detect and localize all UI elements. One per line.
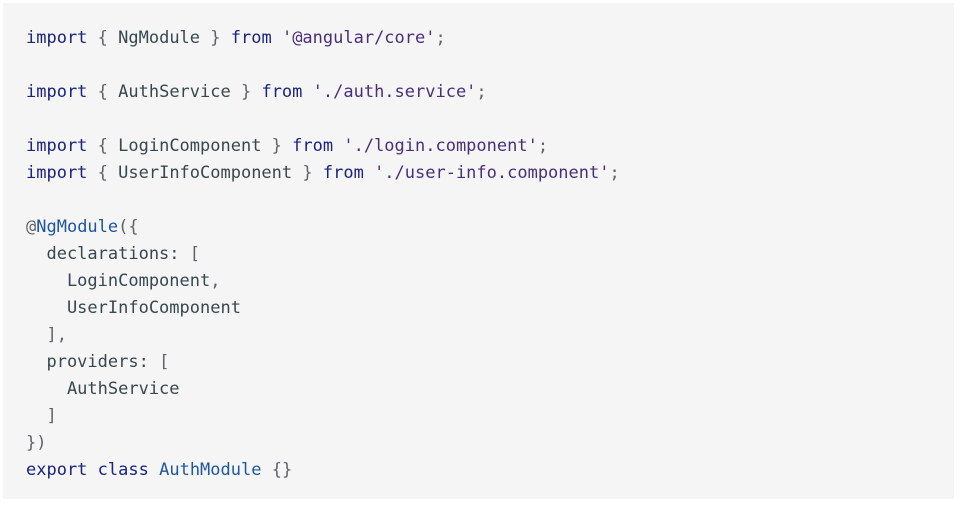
code-token: } xyxy=(230,82,262,102)
code-line: declarations: [ xyxy=(26,241,954,268)
code-token: , xyxy=(210,271,221,291)
code-token: AuthService xyxy=(26,379,180,399)
code-token: from xyxy=(322,163,364,183)
code-line: import { NgModule } from '@angular/core'… xyxy=(26,25,954,52)
code-token: { xyxy=(87,136,119,156)
code-token: [ xyxy=(159,352,170,372)
code-token: './login.component' xyxy=(343,136,538,156)
code-token: ] xyxy=(26,406,57,426)
code-token: './auth.service' xyxy=(312,82,477,102)
code-token: import xyxy=(26,82,88,102)
code-token: AuthService xyxy=(118,82,231,102)
code-token: LoginComponent xyxy=(26,271,211,291)
code-token: NgModule xyxy=(36,217,119,237)
code-token: NgModule xyxy=(118,28,201,48)
code-line: import { UserInfoComponent } from './use… xyxy=(26,160,954,187)
code-token: {} xyxy=(261,460,293,480)
code-token: from xyxy=(292,136,334,156)
code-token xyxy=(87,460,97,480)
code-token: }) xyxy=(26,433,47,453)
code-line: @NgModule({ xyxy=(26,214,954,241)
code-line: AuthService xyxy=(26,376,954,403)
code-block: import { NgModule } from '@angular/core'… xyxy=(3,3,954,499)
code-line: import { AuthService } from './auth.serv… xyxy=(26,79,954,106)
code-token: UserInfoComponent xyxy=(118,163,293,183)
code-token xyxy=(333,136,343,156)
code-token xyxy=(272,28,282,48)
code-token: } xyxy=(261,136,293,156)
code-token: './user-info.component' xyxy=(374,163,610,183)
code-token: '@angular/core' xyxy=(281,28,436,48)
code-token: } xyxy=(200,28,231,48)
code-token: from xyxy=(230,28,272,48)
code-token: import xyxy=(26,163,88,183)
code-token: ; xyxy=(537,136,549,156)
code-token: ; xyxy=(609,163,620,183)
code-token xyxy=(302,82,312,102)
code-line: providers: [ xyxy=(26,349,954,376)
code-token: [ xyxy=(189,244,201,264)
code-line: export class AuthModule {} xyxy=(26,457,954,484)
code-token: ], xyxy=(26,325,67,345)
code-token: { xyxy=(87,82,119,102)
code-line: UserInfoComponent xyxy=(26,295,954,322)
code-token: export xyxy=(26,460,88,480)
code-line: LoginComponent, xyxy=(26,268,954,295)
code-token: from xyxy=(261,82,303,102)
code-token: AuthModule xyxy=(159,460,262,480)
code-token: class xyxy=(97,460,149,480)
code-line: }) xyxy=(26,430,954,457)
code-token: ({ xyxy=(118,217,139,237)
code-line: ​ xyxy=(26,187,954,214)
code-token: import xyxy=(26,136,88,156)
code-token: LoginComponent xyxy=(118,136,262,156)
code-line: ​ xyxy=(26,52,954,79)
code-token: import xyxy=(26,28,88,48)
code-token xyxy=(364,163,374,183)
code-line: ], xyxy=(26,322,954,349)
code-token: @ xyxy=(26,217,37,237)
code-line: ] xyxy=(26,403,954,430)
code-token: providers: xyxy=(26,352,160,372)
code-line: ​ xyxy=(26,106,954,133)
code-token xyxy=(149,460,159,480)
code-token: UserInfoComponent xyxy=(26,298,241,318)
code-token: ; xyxy=(476,82,487,102)
code-token: declarations: xyxy=(26,244,190,264)
code-line: import { LoginComponent } from './login.… xyxy=(26,133,954,160)
code-token: ; xyxy=(435,28,446,48)
code-token: { xyxy=(87,28,119,48)
code-token: } xyxy=(292,163,323,183)
code-token: { xyxy=(87,163,119,183)
